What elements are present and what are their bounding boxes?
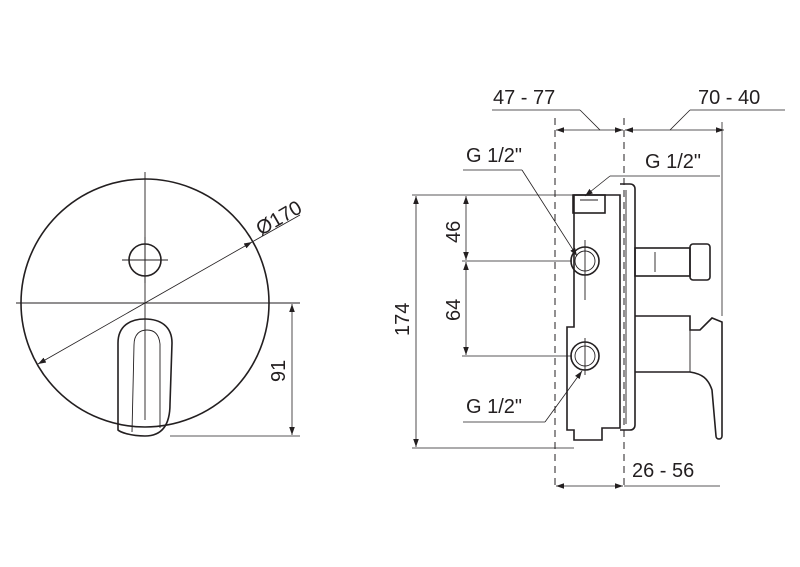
height-label: 91 <box>268 360 290 382</box>
diameter-label: Ø170 <box>253 197 306 241</box>
top-depth-right-leader <box>669 109 691 131</box>
diameter-dimension-line <box>37 241 253 365</box>
mixer-lever-detail <box>131 329 161 433</box>
bottom-depth-label: 26 - 56 <box>632 460 694 482</box>
front-view: Ø170 91 <box>16 172 306 437</box>
thread-top-right-label: G 1/2" <box>645 151 701 173</box>
top-depth-left-leader <box>579 109 601 131</box>
thread-bottom-leader <box>544 370 583 423</box>
side-view: 174 46 64 47 - 77 70 - 40 26 - 56 G 1/2"… <box>392 87 785 489</box>
top-depth-right-label: 70 - 40 <box>698 87 760 109</box>
thread-top-left-leader <box>521 169 578 257</box>
diverter-knob-cap <box>689 243 711 281</box>
top-depth-left-label: 47 - 77 <box>493 87 555 109</box>
thread-top-left-label: G 1/2" <box>466 145 522 167</box>
upper-spacing-label: 46 <box>443 221 465 243</box>
concealed-body-outline <box>566 194 621 441</box>
diameter-leader-line <box>251 214 301 243</box>
diverter-knob-stem <box>634 247 691 277</box>
thread-top-right-leader <box>584 175 611 197</box>
total-height-label: 174 <box>392 303 414 336</box>
cover-plate-side <box>620 183 636 431</box>
thread-bottom-label: G 1/2" <box>466 396 522 418</box>
top-inlet-nut <box>572 194 606 214</box>
lever-body-side <box>635 315 723 440</box>
lower-spacing-label: 64 <box>443 299 465 321</box>
